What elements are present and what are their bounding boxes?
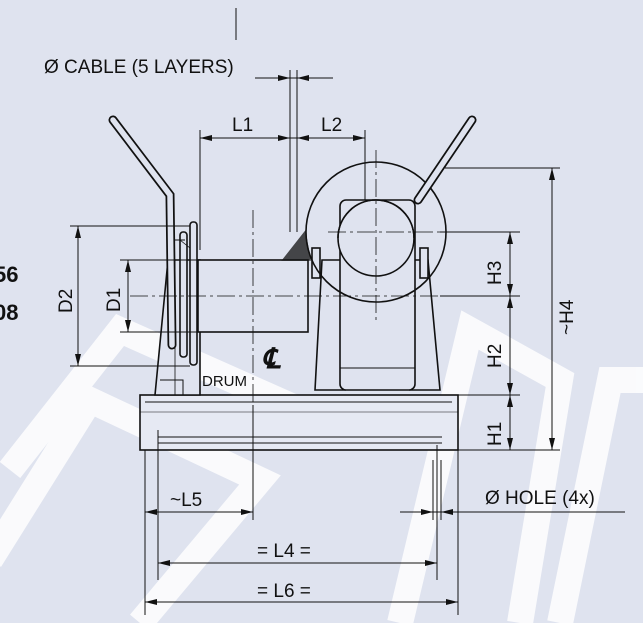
base-frame (139, 394, 459, 451)
hole-label: Ø HOLE (4x) (485, 488, 595, 509)
right-handle (413, 115, 477, 205)
cut-off-text-2: 08 (0, 300, 18, 325)
l5-label: ~L5 (170, 490, 202, 511)
l1-label: L1 (232, 115, 253, 136)
l4-label: = L4 = (257, 541, 311, 562)
l2-label: L2 (321, 115, 342, 136)
l6-label: = L6 = (257, 581, 311, 602)
arrowheads (75, 75, 555, 605)
h3-label: H3 (485, 261, 506, 285)
h1-label: H1 (485, 422, 506, 446)
cable-label: Ø CABLE (5 LAYERS) (44, 57, 234, 78)
d2-label: D2 (56, 289, 77, 313)
left-handle (108, 115, 177, 350)
h2-label: H2 (485, 344, 506, 368)
centerline-symbol: ℄ (262, 343, 282, 374)
cut-off-text-1: 56 (0, 262, 18, 287)
d1-label: D1 (104, 288, 125, 312)
h4-label: ~H4 (557, 299, 578, 335)
left-flange (175, 221, 198, 366)
drum-label: DRUM (202, 373, 247, 390)
